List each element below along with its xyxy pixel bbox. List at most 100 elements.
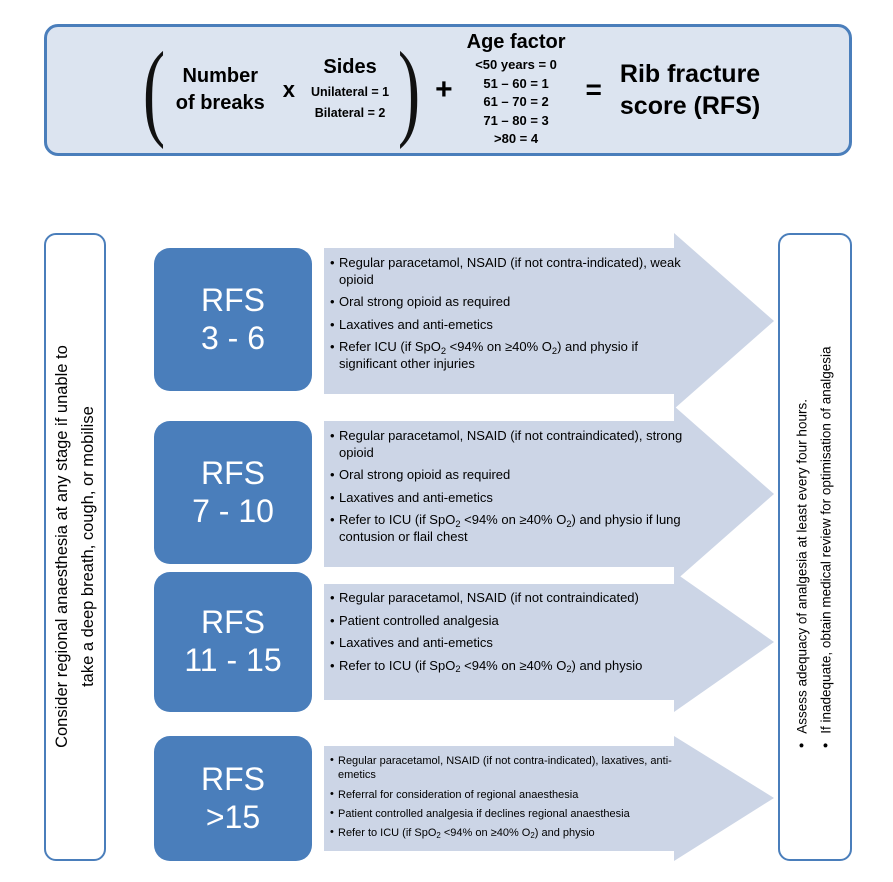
management-arrow: • Regular paracetamol, NSAID (if not con… [324,736,774,861]
list-item: • Oral strong opioid as required [330,294,690,311]
sides-unilateral: Unilateral = 1 [310,85,390,100]
list-item-text: Oral strong opioid as required [339,294,511,309]
list-item-text: Referral for consideration of regional a… [338,788,579,801]
bullet-icon: • [330,428,335,443]
bullet-icon: • [330,467,335,482]
bullet-icon: • [330,754,334,766]
bullet-icon: • [330,294,335,309]
left-panel-line-1: Consider regional anaesthesia at any sta… [52,345,71,749]
bullet-icon: • [330,255,335,270]
result-line-2: score (RFS) [619,92,761,120]
bullet-icon: • [330,635,335,650]
right-panel-item: • Assess adequacy of analgesia at least … [793,346,813,748]
regional-anaesthesia-note-panel: Consider regional anaesthesia at any sta… [44,233,106,861]
rfs-label: RFS [201,760,265,797]
list-item-text: Regular paracetamol, NSAID (if not contr… [338,755,672,782]
right-panel-line-1: Assess adequacy of analgesia at least ev… [794,398,810,734]
list-item-text: Refer to ICU (if SpO2 <94% on ≥40% O2) a… [338,827,595,841]
bullet-icon: • [818,742,835,748]
list-item-text: Oral strong opioid as required [339,467,511,482]
list-item: • Oral strong opioid as required [330,467,690,484]
management-arrow: • Regular paracetamol, NSAID (if not con… [324,406,774,582]
rfs-score-box[interactable]: RFS 7 - 10 [154,421,312,564]
rfs-formula-box: ( Number of breaks x Sides Unilateral = … [44,24,852,156]
left-panel-text-wrap: Consider regional anaesthesia at any sta… [46,235,104,859]
formula-inner: ( Number of breaks x Sides Unilateral = … [47,27,849,153]
age-row: <50 years = 0 [475,57,557,73]
list-item-text: Refer ICU (if SpO2 <94% on ≥40% O2) and … [339,339,638,371]
rfs-score-box[interactable]: RFS >15 [154,736,312,861]
list-item: • Referral for consideration of regional… [330,788,690,802]
list-item-text: Regular paracetamol, NSAID (if not contr… [339,590,639,605]
management-arrow: • Regular paracetamol, NSAID (if not con… [324,572,774,712]
rfs-row: RFS >15 • Regular paracetamol, NSAID (if… [154,736,774,861]
arrow-shape-icon [324,406,774,582]
list-item-text: Regular paracetamol, NSAID (if not contr… [339,428,683,460]
list-item: • Refer to ICU (if SpO2 <94% on ≥40% O2)… [330,512,690,545]
right-panel-line-2: If inadequate, obtain medical review for… [819,346,834,734]
age-row: 71 – 80 = 3 [483,112,549,128]
rfs-score-box[interactable]: RFS 11 - 15 [154,572,312,712]
management-bullet-list: • Regular paracetamol, NSAID (if not con… [330,233,690,378]
management-bullet-list: • Regular paracetamol, NSAID (if not con… [330,406,690,551]
number-of-breaks-term: Number of breaks [168,63,273,117]
age-row: >80 = 4 [494,131,539,147]
management-bullet-list: • Regular paracetamol, NSAID (if not con… [330,736,690,845]
rfs-range: >15 [205,798,261,835]
bullet-icon: • [330,590,335,605]
list-item: • Patient controlled analgesia if declin… [330,807,690,821]
bullet-icon: • [330,339,335,354]
plus-operator: + [435,73,453,106]
bullet-icon: • [330,489,335,505]
bullet-icon: • [330,612,335,628]
bullet-icon: • [330,316,335,332]
bullet-icon: • [330,826,334,839]
list-item: • Regular paracetamol, NSAID (if not con… [330,428,690,461]
list-item: • Refer to ICU (if SpO2 <94% on ≥40% O2)… [330,658,690,675]
sides-term: Sides Unilateral = 1 Bilateral = 2 [305,56,395,123]
rfs-range: 3 - 6 [200,319,266,356]
analgesia-review-note-panel: • Assess adequacy of analgesia at least … [778,233,852,861]
sides-title: Sides [323,56,377,79]
bullet-icon: • [330,787,334,800]
multiply-operator: x [282,77,295,102]
list-item: • Patient controlled analgesia [330,613,690,630]
age-row: 51 – 60 = 1 [483,75,549,91]
rfs-row: RFS 7 - 10 • Regular paracetamol, NSAID … [154,406,774,582]
equals-operator: = [585,74,602,105]
breaks-line-1: Number [182,65,259,87]
rfs-range: 7 - 10 [192,492,274,529]
list-item-text: Regular paracetamol, NSAID (if not contr… [339,255,681,287]
rfs-label: RFS [201,281,265,318]
list-item-text: Laxatives and anti-emetics [339,316,493,332]
rfs-row: RFS 3 - 6 • Regular paracetamol, NSAID (… [154,233,774,409]
rfs-score-box[interactable]: RFS 3 - 6 [154,248,312,391]
left-panel-line-2: take a deep breath, cough, or mobilise [78,406,96,688]
rib-fracture-score-result: Rib fracture score (RFS) [616,58,760,123]
age-factor-title: Age factor [466,31,566,54]
bullet-icon: • [330,512,335,527]
age-row: 61 – 70 = 2 [483,94,549,110]
list-item-text: Laxatives and anti-emetics [339,635,493,650]
rfs-row: RFS 11 - 15 • Regular paracetamol, NSAID… [154,572,774,724]
bullet-icon: • [793,742,811,748]
rfs-label: RFS [201,454,265,491]
bullet-icon: • [330,657,335,673]
list-item: • Laxatives and anti-emetics [330,635,690,652]
breaks-line-2: of breaks [175,92,265,114]
list-item: • Regular paracetamol, NSAID (if not con… [330,255,690,288]
arrow-shape-icon [324,736,774,861]
arrow-shape-icon [324,572,774,712]
list-item-text: Refer to ICU (if SpO2 <94% on ≥40% O2) a… [339,657,643,675]
result-line-1: Rib fracture [619,59,761,88]
list-item-text: Refer to ICU (if SpO2 <94% on ≥40% O2) a… [339,512,681,544]
left-panel-text: Consider regional anaesthesia at any sta… [49,346,100,749]
management-arrow: • Regular paracetamol, NSAID (if not con… [324,233,774,409]
list-item: • Regular paracetamol, NSAID (if not con… [330,754,690,783]
rfs-range: 11 - 15 [184,642,282,678]
list-item-text: Patient controlled analgesia [339,612,499,628]
list-item-text: Laxatives and anti-emetics [339,489,493,505]
list-item: • Regular paracetamol, NSAID (if not con… [330,590,690,607]
sides-bilateral: Bilateral = 2 [314,106,386,120]
list-item: • Refer to ICU (if SpO2 <94% on ≥40% O2)… [330,826,690,840]
